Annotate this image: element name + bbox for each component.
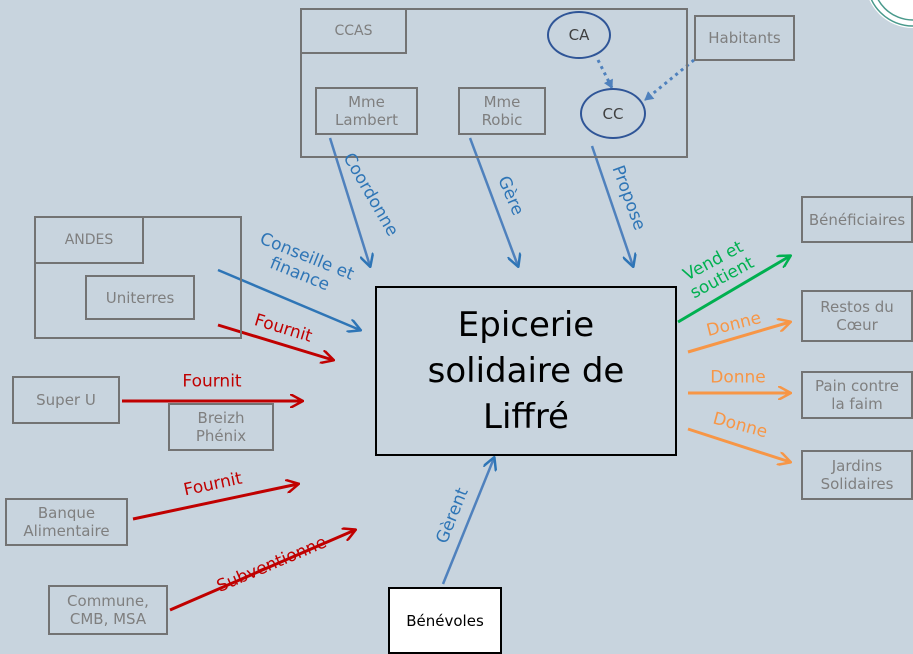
arrow-propose: [590, 145, 633, 266]
corner-decoration-icon: [869, 0, 913, 28]
arrow-fournit-banque: [132, 484, 298, 521]
habitants-box: Habitants: [694, 15, 795, 61]
arrow-donne-jardins: [687, 427, 790, 462]
label-donne-pain: Donne: [710, 367, 766, 388]
arrow-ca-cc: [596, 59, 614, 89]
beneficiaires-box: Bénéficiaires: [801, 196, 913, 243]
arrow-subventionne: [169, 530, 355, 612]
arrow-gere: [468, 137, 518, 266]
ccas-label-box: CCAS: [300, 8, 407, 54]
breizh-phenix-box: Breizh Phénix: [168, 403, 274, 451]
arrow-gerent: [441, 458, 494, 585]
arrow-vend: [677, 256, 790, 324]
arrow-donne-restos: [687, 322, 790, 354]
epicerie-solidaire-box: Epicerie solidaire de Liffré: [375, 286, 677, 456]
pain-contre-la-faim-box: Pain contre la faim: [801, 371, 913, 419]
super-u-box: Super U: [12, 376, 120, 424]
arrow-coordonne: [328, 137, 370, 266]
uniterres-box: Uniterres: [85, 275, 195, 320]
commune-box: Commune, CMB, MSA: [48, 585, 168, 635]
ccas-group: [300, 8, 688, 158]
ca-node: CA: [547, 11, 611, 59]
cc-node: CC: [580, 88, 646, 139]
banque-alimentaire-box: Banque Alimentaire: [5, 498, 128, 546]
mme-robic-box: Mme Robic: [458, 87, 546, 135]
mme-lambert-box: Mme Lambert: [315, 87, 418, 135]
arrow-fournit-andes: [217, 323, 333, 360]
andes-label-box: ANDES: [34, 216, 144, 264]
restos-du-coeur-box: Restos du Cœur: [801, 290, 913, 342]
label-fournit-superu: Fournit: [182, 371, 242, 392]
benevoles-box: Bénévoles: [388, 587, 502, 654]
jardins-solidaires-box: Jardins Solidaires: [801, 450, 913, 500]
